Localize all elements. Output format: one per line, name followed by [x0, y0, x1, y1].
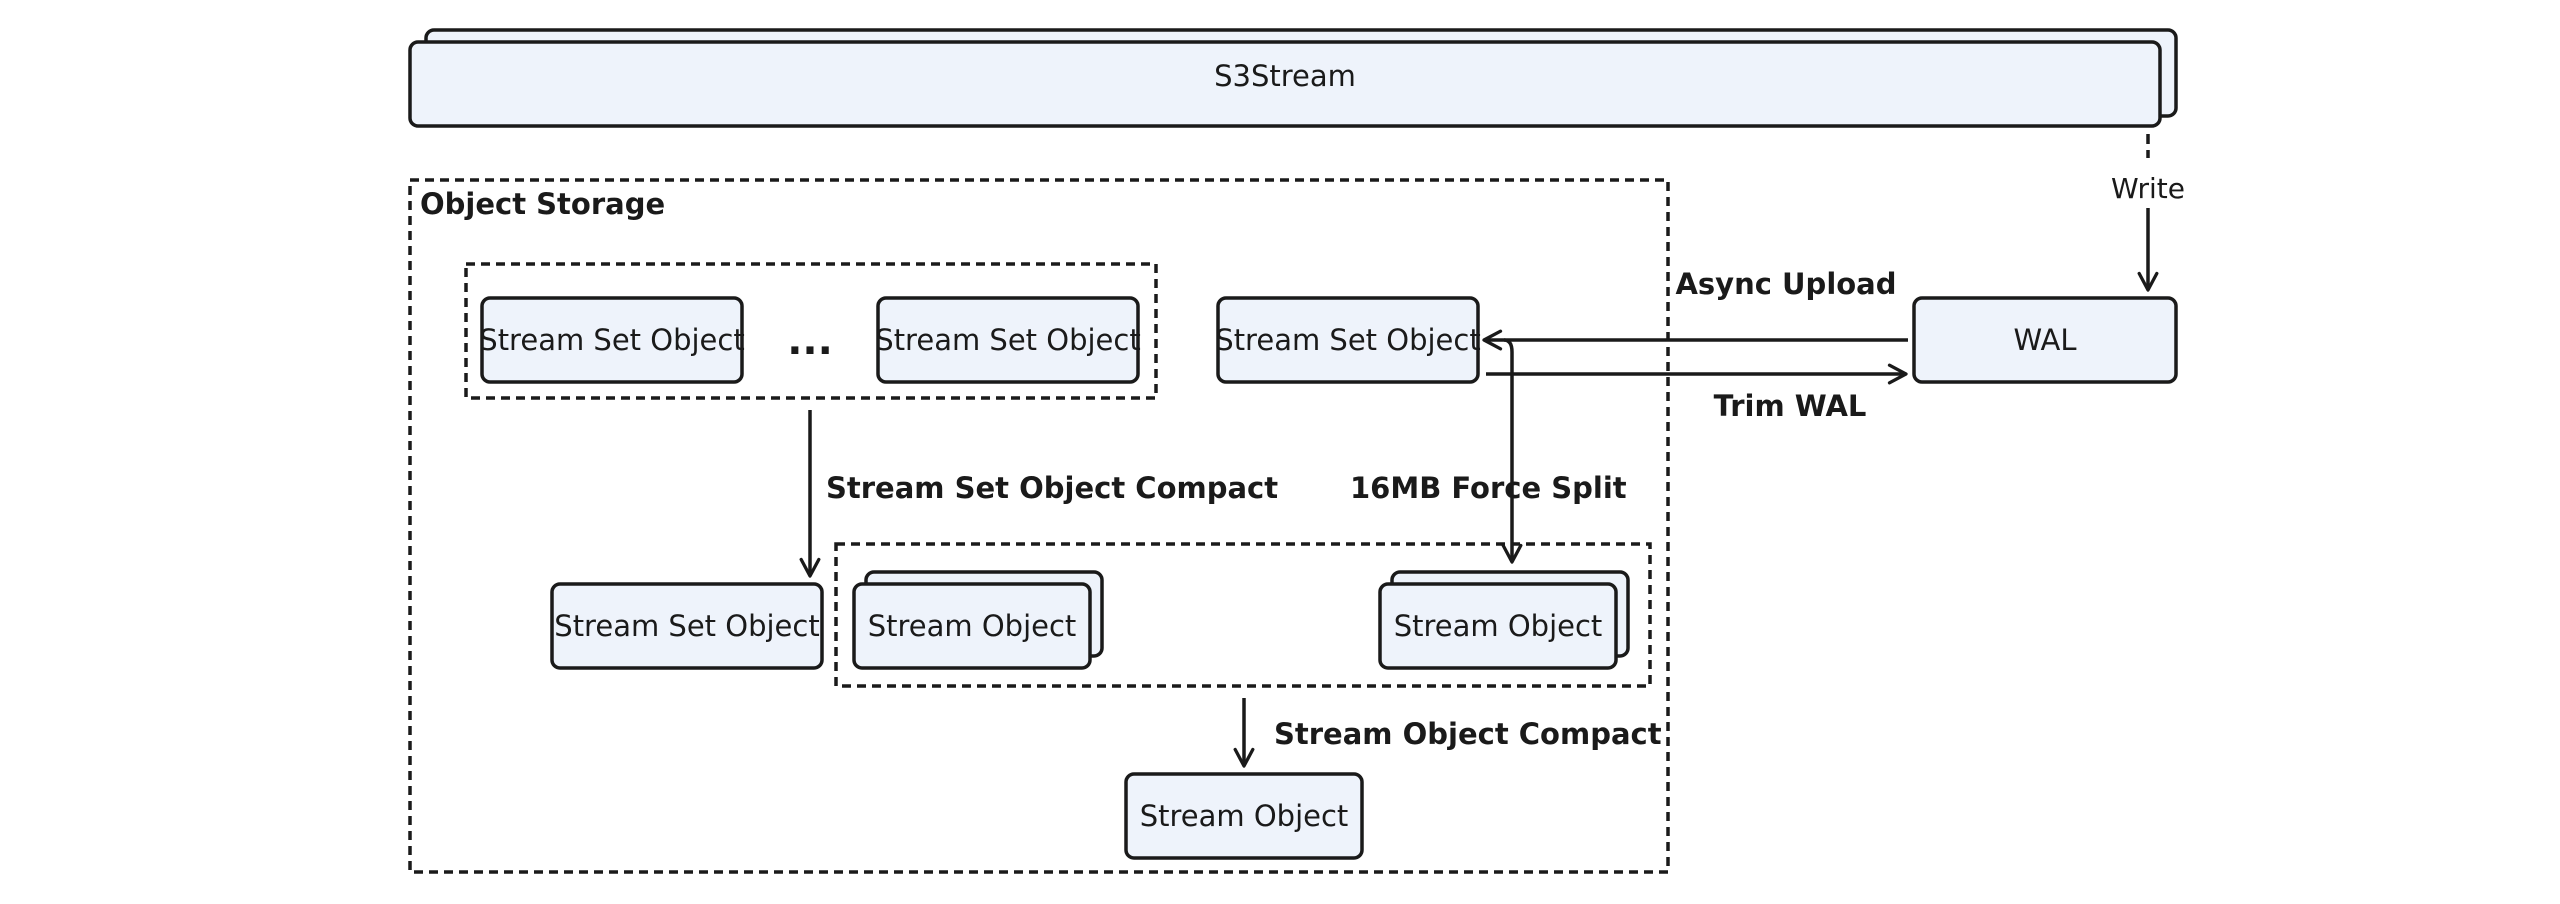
async-upload-label: Async Upload	[1675, 267, 1896, 301]
sso-box-left-label: Stream Set Object	[479, 323, 744, 357]
so-compacted-box: Stream Object	[1124, 772, 1364, 860]
force-split-edge: 16MB Force Split	[1350, 338, 1627, 564]
sso-compact-label: Stream Set Object Compact	[826, 471, 1278, 505]
sso-compacted-label: Stream Set Object	[554, 609, 819, 643]
trim-wal-edge: Trim WAL	[1486, 363, 1908, 423]
so-group: Stream Object Stream Object	[834, 542, 1652, 688]
so-box-left: Stream Object	[852, 570, 1104, 670]
sso-compacted-box: Stream Set Object	[550, 582, 824, 670]
s3stream-label: S3Stream	[1214, 59, 1356, 93]
wal-label: WAL	[2013, 323, 2076, 357]
so-compact-edge: Stream Object Compact	[1233, 698, 1662, 768]
sso-group: Stream Set Object ... Stream Set Object	[464, 262, 1158, 400]
so-box-right: Stream Object	[1378, 570, 1630, 670]
sso-compact-edge: Stream Set Object Compact	[799, 410, 1278, 578]
async-upload-edge: Async Upload	[1482, 267, 1908, 351]
object-storage-label: Object Storage	[420, 187, 665, 221]
sso-box-left	[480, 296, 744, 384]
wal-box: WAL	[1912, 296, 2178, 384]
sso-box-right	[876, 296, 1140, 384]
write-edge: Write	[2111, 134, 2185, 292]
sso-uploaded-box: Stream Set Object	[1215, 296, 1481, 384]
sso-uploaded-label: Stream Set Object	[1215, 323, 1480, 357]
sso-box-right-label: Stream Set Object	[875, 323, 1140, 357]
so-compacted-label: Stream Object	[1140, 799, 1349, 833]
write-label: Write	[2111, 172, 2185, 205]
s3stream-box: S3Stream	[408, 28, 2178, 128]
ellipsis-label: ...	[787, 318, 833, 364]
so-compact-label: Stream Object Compact	[1274, 717, 1662, 751]
trim-wal-label: Trim WAL	[1714, 389, 1867, 423]
force-split-label: 16MB Force Split	[1350, 471, 1627, 505]
so-box-left-label: Stream Object	[868, 609, 1077, 643]
object-storage-container: Object Storage	[408, 178, 1670, 874]
so-box-right-label: Stream Object	[1394, 609, 1603, 643]
